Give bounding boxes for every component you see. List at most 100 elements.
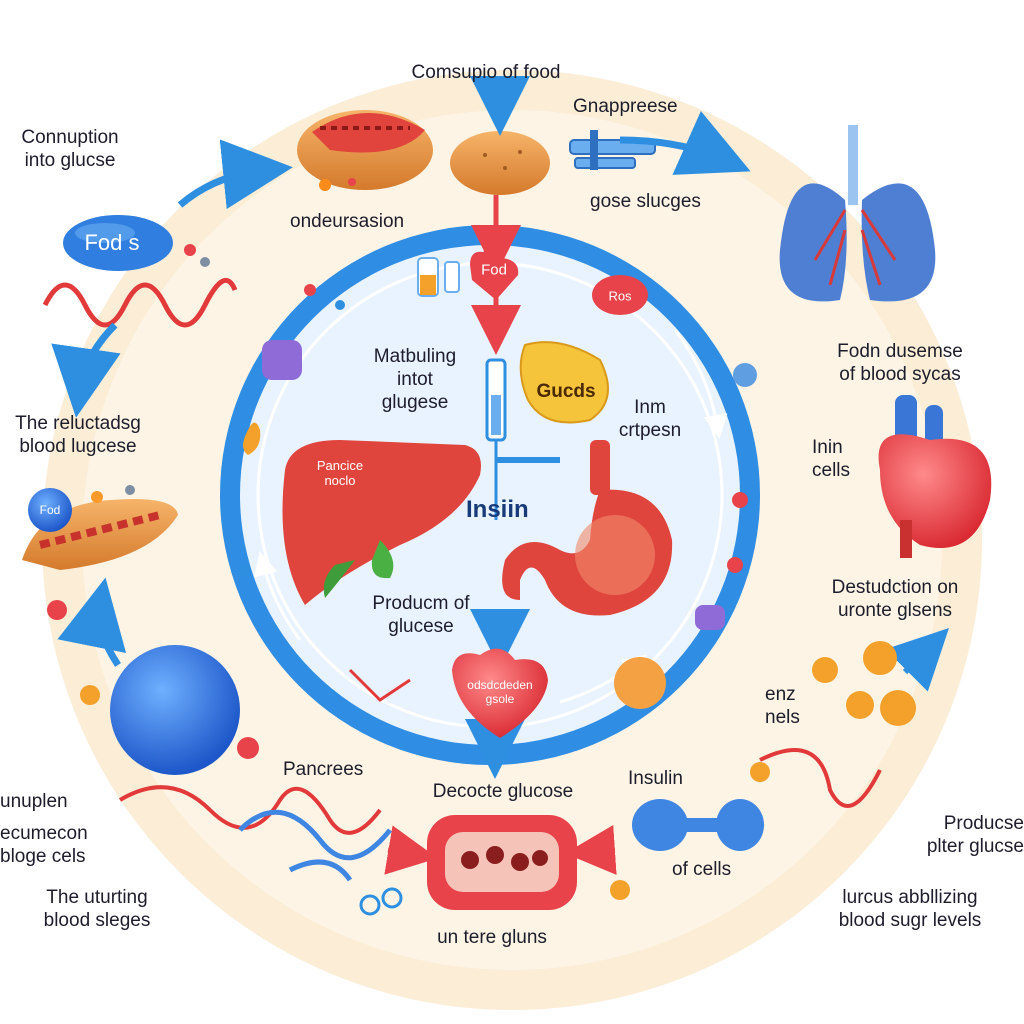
molecule-dot [750, 762, 770, 782]
label-line: Destudction on [831, 577, 959, 598]
label-line: blood sugr levels [838, 910, 982, 931]
molecule-dot [846, 691, 874, 719]
label-line: glucese [388, 616, 454, 637]
flow-arrow [619, 110, 751, 175]
label-product-of-glucose: Producm of glucese [372, 592, 469, 638]
label-line: Inin [812, 437, 843, 458]
label-line: enz [765, 684, 796, 705]
molecule-dot [863, 641, 897, 675]
inner-flow-arrow [673, 329, 728, 439]
label-lurcus: lurcus abbllizing blood sugr levels [839, 886, 982, 932]
molecule-dot [237, 737, 259, 759]
food-bubble-label: Fod s [84, 230, 140, 255]
flow-arrow [57, 577, 127, 667]
label-matbuling: Matbuling intot glugese [374, 345, 456, 414]
label-un-tere-gluns: un tere gluns [437, 927, 547, 948]
label-line: blood lugcese [19, 436, 137, 457]
molecule-dot [262, 340, 302, 380]
label-inm-crtpesn: Inm crtpesn [619, 396, 681, 442]
glucose-sphere [614, 657, 666, 709]
molecule-dot [91, 491, 103, 503]
test-tube-icon [417, 257, 439, 297]
molecule-dot [732, 492, 748, 508]
molecule-dot [239, 564, 251, 576]
label-uturting: The uturting blood sleges [44, 886, 151, 932]
liver-tag: Pancice noclo [317, 458, 363, 488]
label-line: The reluctadsg [15, 413, 141, 434]
inner-flow-arrow [254, 551, 302, 641]
inner-disc [240, 245, 740, 745]
molecule-dot [335, 300, 345, 310]
label-line: Matbuling [373, 346, 457, 367]
label-gose-sluges: gose slucges [590, 191, 701, 212]
molecule-dot [80, 685, 100, 705]
droplet-icon [243, 422, 261, 455]
label-line: noclo [324, 473, 356, 488]
molecule-dot [727, 557, 743, 573]
label-line: Connuption [21, 127, 119, 148]
capsule-cells-icon [427, 815, 577, 910]
cell-sphere-icon [110, 645, 240, 775]
label-consumption-of-food: Comsupio of food [411, 62, 561, 83]
label-line: lurcus abbllizing [842, 887, 978, 908]
label-line: Producse [943, 813, 1024, 834]
molecule-dot [304, 284, 316, 296]
glucose-blob-label: Gucds [536, 381, 596, 402]
label-line: cells [812, 460, 851, 481]
molecule-dot [125, 485, 135, 495]
label-line: gsole [485, 692, 515, 706]
glucose-strand [348, 668, 411, 702]
bread-roll-icon [450, 131, 550, 195]
label-line: The uturting [46, 887, 148, 908]
molecule-dot [733, 363, 757, 387]
label-line: crtpesn [618, 420, 682, 441]
label-line: Pancice [316, 458, 364, 473]
label-line: nels [765, 707, 800, 728]
molecule-dot [610, 880, 630, 900]
glucose-blob [519, 341, 609, 424]
label-fodn-dusemse: Fodn dusemse of blood sycas [837, 340, 963, 386]
glucose-strand [759, 748, 882, 808]
label-line: bloge cels [0, 846, 86, 867]
label-gnappreese: Gnappreese [573, 96, 678, 117]
label-line: blood sleges [43, 910, 151, 931]
label-connuption: Connuption into glucse [21, 126, 118, 172]
label-line: intot [397, 369, 433, 390]
label-line: plter glucse [926, 836, 1024, 857]
glucose-molecule-icon [359, 887, 403, 916]
label-decocte-glucose: Decocte glucose [432, 781, 574, 802]
label-enz-nels: enz nels [765, 683, 800, 729]
label-line: into glucse [24, 150, 116, 171]
insulin-syringe-icon [485, 358, 560, 520]
heart-icon [470, 248, 519, 300]
pancreas-tissue-icon [288, 859, 353, 882]
flow-arrow [51, 322, 121, 418]
molecule-dot [348, 178, 356, 186]
flow-arrow [885, 628, 949, 692]
label-line: ecumecon [0, 823, 88, 844]
molecule-dot [47, 600, 67, 620]
cell-sphere-icon [28, 488, 72, 532]
molecule-dot [200, 257, 210, 267]
molecule-dot [319, 179, 331, 191]
label-producsse: Producse plter glucse [880, 812, 1024, 858]
pancreas-tissue-icon [238, 809, 392, 861]
heart-icon [878, 395, 992, 558]
cell-sphere-icon [632, 799, 764, 851]
label-ondeursession: ondeursasion [290, 211, 405, 232]
label-insulin: Insulin [628, 768, 683, 789]
label-line: uronte glsens [837, 600, 953, 621]
label-line: Inm [634, 397, 666, 418]
molecule-dot [812, 657, 838, 683]
pipe-icon [569, 130, 656, 170]
bottom-heart-tag: odsdcdeden gsole [467, 678, 532, 706]
label-pancrees: Pancrees [283, 759, 364, 780]
food-capsule [592, 275, 648, 315]
label-line: odsdcdeden [467, 678, 533, 692]
cell-tag-label: Fod [39, 503, 61, 517]
capsule-tag-label: Ros [608, 288, 632, 304]
label-ecumecon: ecumecon bloge cels [0, 822, 88, 868]
molecule-dot [880, 690, 916, 726]
molecule-dot [695, 605, 725, 630]
